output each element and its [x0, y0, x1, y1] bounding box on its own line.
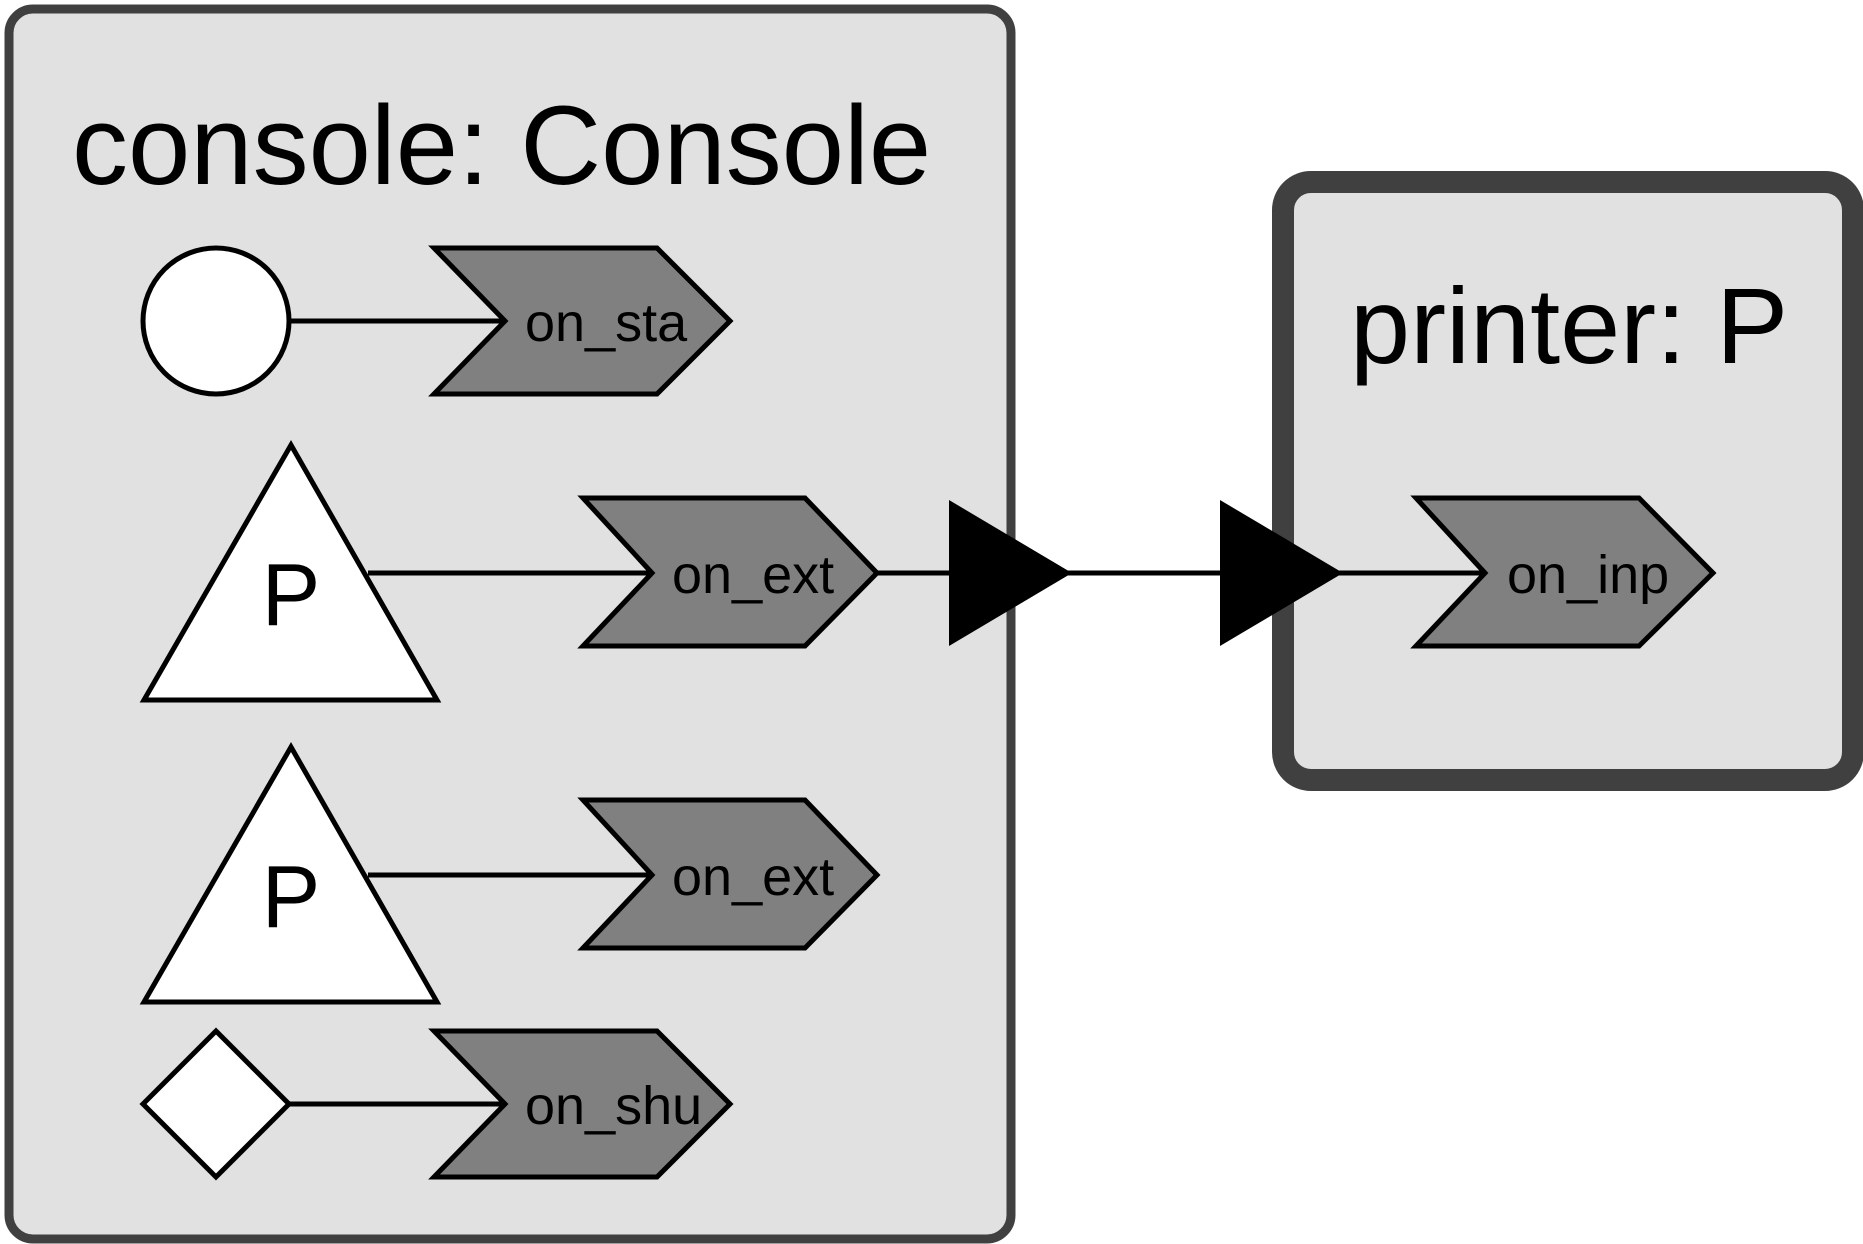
console-title: console: Console [72, 83, 931, 208]
handler-chevron [577, 495, 881, 649]
start-circle-icon [140, 245, 292, 397]
triangle-symbol-label: P [262, 545, 321, 644]
triangle-symbol-label: P [262, 847, 321, 946]
arrowhead-out-icon [949, 500, 1072, 646]
handler-chevron [428, 245, 734, 397]
input-event: on_inp [1410, 495, 1717, 649]
handler-chevron [1410, 495, 1717, 649]
start-event: on_sta [140, 245, 734, 397]
triangle-icon [139, 741, 442, 1005]
handler-chevron [577, 797, 881, 951]
external-event-1: P on_ext [139, 439, 881, 703]
printer-title: printer: P [1350, 265, 1788, 386]
connection-arrow [877, 500, 1485, 646]
printer-box [1272, 171, 1863, 791]
diamond-icon [139, 1027, 293, 1181]
handler-label: on_shu [525, 1076, 702, 1136]
handler-label: on_inp [1507, 545, 1669, 605]
arrowhead-in-icon [1220, 500, 1343, 646]
handler-label: on_sta [525, 293, 688, 353]
shutdown-event: on_shu [139, 1027, 734, 1181]
handler-label: on_ext [672, 545, 834, 605]
triangle-icon [139, 439, 442, 703]
handler-label: on_ext [672, 847, 834, 907]
external-event-2: P on_ext [139, 741, 881, 1005]
handler-chevron [428, 1028, 734, 1180]
